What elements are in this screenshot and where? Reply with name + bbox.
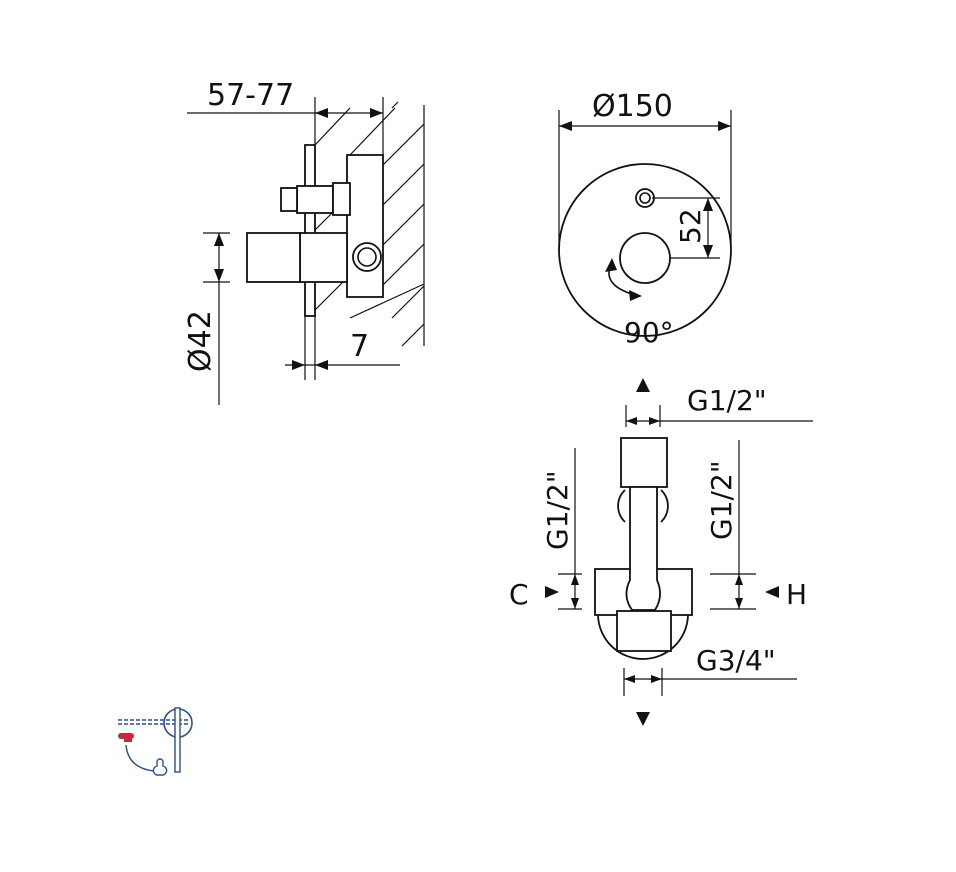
top-outlet-fitting [620,437,668,488]
dimension-plate-offset: 7 [285,316,400,380]
rotation-angle-label: 90° [624,316,674,349]
diverter-button [635,188,655,208]
rotation-arrow-icon [605,258,642,301]
right-inlet-label: G1/2" [705,460,738,540]
dimension-top-outlet: G1/2" [625,384,813,427]
connection-view: G1/2" G1/2" C G1/2" H [509,378,813,726]
front-view: Ø150 52 90° [558,89,732,349]
wall-plate [304,144,316,317]
dimension-left-inlet: G1/2" C [509,448,582,611]
knob-distance-label: 52 [674,208,707,244]
handle-diameter-label: Ø42 [183,310,218,372]
plate-offset-label: 7 [350,329,369,364]
bottom-outlet-fitting [616,610,672,652]
cold-label: C [509,578,529,611]
dimension-bottom-outlet: G3/4" [623,644,797,696]
pipe [625,486,661,611]
bottom-outlet-label: G3/4" [696,644,776,677]
top-outlet-label: G1/2" [687,384,767,417]
outlet-port [352,242,382,272]
diverter-stem [296,185,334,214]
cold-arrow-icon [545,586,559,598]
side-view: 57-77 Ø42 7 [183,78,425,405]
stem-nut [332,182,351,216]
lever-handle [246,232,301,283]
plate-diameter-label: Ø150 [592,89,673,124]
dimension-knob-distance: 52 [652,197,720,259]
wall-hatching [314,101,425,347]
hot-arrow-icon [765,586,779,598]
installation-icon [118,707,193,776]
valve-body [346,154,384,298]
diverter-knob [280,187,298,212]
dimension-depth: 57-77 [187,78,384,155]
hot-label: H [786,578,807,611]
lever-neck [299,232,348,283]
flow-down-arrow-icon [636,712,650,726]
depth-dim-label: 57-77 [207,78,294,113]
dimension-right-inlet: G1/2" H [705,440,807,611]
dimension-plate-diameter: Ø150 [558,89,732,250]
flow-up-arrow-icon [636,378,650,392]
left-inlet-label: G1/2" [541,470,574,550]
mixer-knob [619,232,671,284]
dimension-handle-diameter: Ø42 [183,232,230,405]
